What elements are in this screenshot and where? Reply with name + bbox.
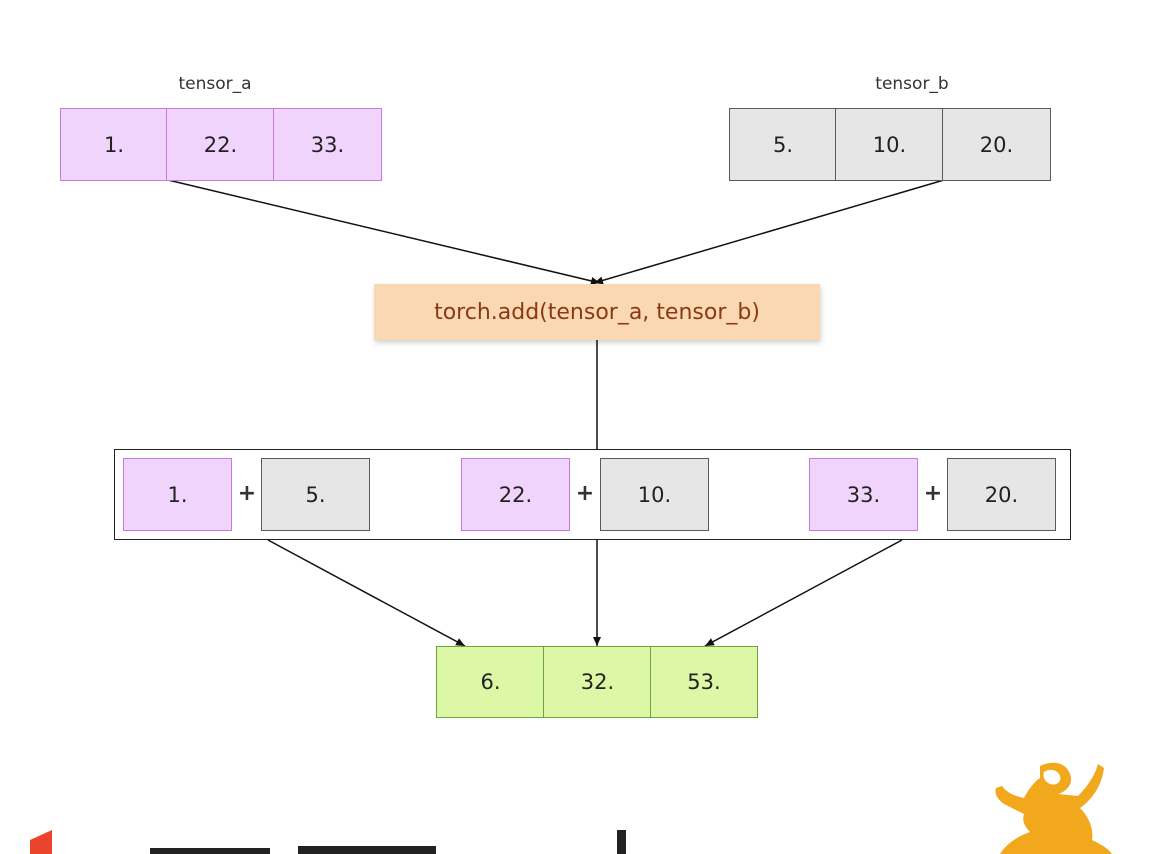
tensor-b-cell: 10.	[835, 108, 944, 181]
pair-a-cell: 22.	[461, 458, 570, 531]
operation-box: torch.add(tensor_a, tensor_b)	[374, 284, 820, 340]
plus-sign: +	[575, 481, 595, 506]
tensor-a-cell: 1.	[60, 108, 168, 181]
pair-a-cell: 33.	[809, 458, 918, 531]
pair-b-cell: 20.	[947, 458, 1056, 531]
tensor-a-cell: 33.	[273, 108, 382, 181]
result-cell: 53.	[650, 646, 758, 718]
logo-dark-stem	[617, 830, 626, 854]
arrow-tensor-a-to-op	[167, 179, 601, 285]
result-cell: 6.	[436, 646, 545, 718]
logo-dark-bar	[150, 848, 270, 854]
pair-a-cell: 1.	[123, 458, 232, 531]
tensor-a-label: tensor_a	[178, 74, 252, 94]
logo-dark-bar	[298, 846, 436, 854]
tensor-b-cell: 5.	[729, 108, 837, 181]
logo-strip	[30, 762, 1112, 854]
plus-sign: +	[237, 481, 257, 506]
pair-b-cell: 5.	[261, 458, 370, 531]
arrow-tensor-b-to-op	[593, 179, 945, 285]
arrow-pair-1-to-result	[267, 539, 466, 647]
arrow-pair-3-to-result	[704, 539, 903, 647]
pair-b-cell: 10.	[600, 458, 709, 531]
result-cell: 32.	[543, 646, 652, 718]
logo-red-shape	[30, 830, 52, 854]
tensor-b-label: tensor_b	[875, 74, 949, 94]
tensor-a-cell: 22.	[166, 108, 275, 181]
tensor-b-cell: 20.	[942, 108, 1051, 181]
plus-sign: +	[923, 481, 943, 506]
lightning-figure-icon	[995, 762, 1112, 854]
